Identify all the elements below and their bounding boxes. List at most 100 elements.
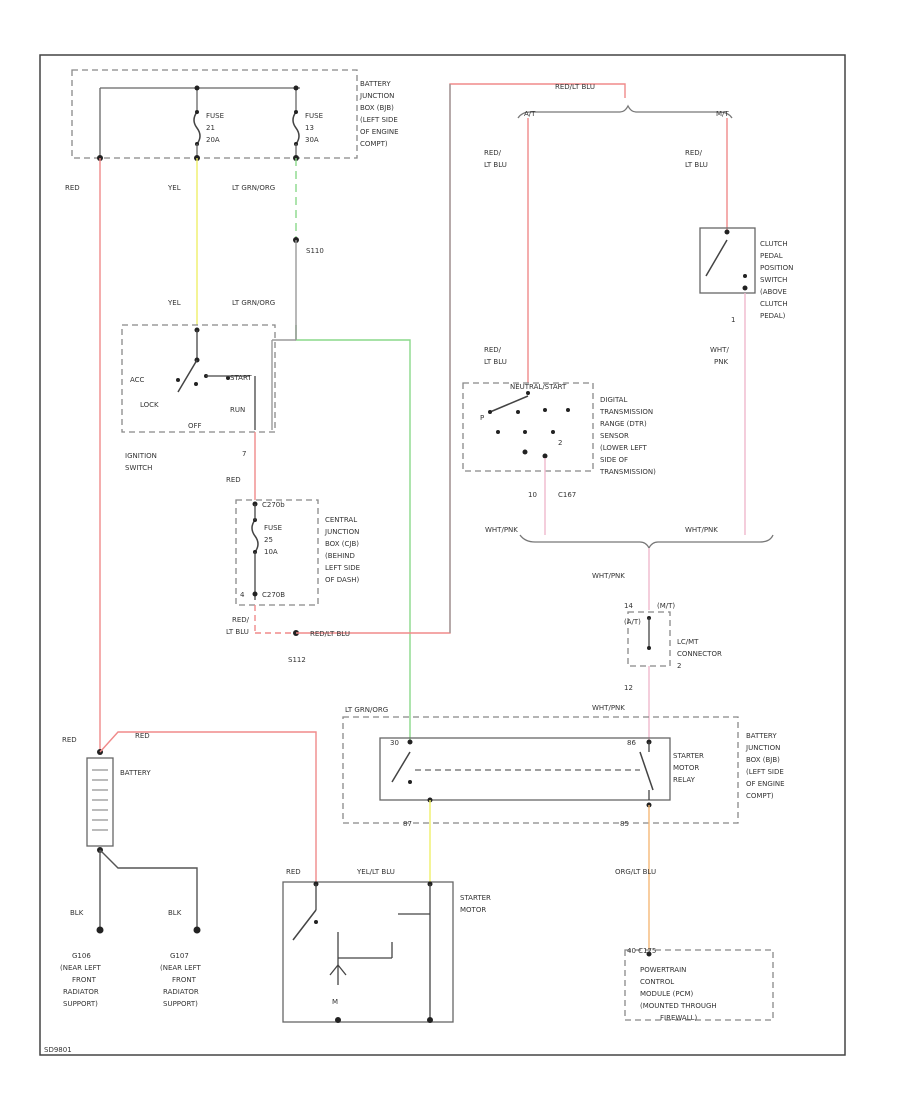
starter-motor-box [282,881,454,1023]
svg-text:RADIATOR: RADIATOR [63,988,99,996]
svg-text:86: 86 [627,739,636,747]
svg-text:SENSOR: SENSOR [600,432,629,440]
fuse-25-icon [251,519,259,553]
bjb-top-box [71,69,358,159]
svg-text:FRONT: FRONT [172,976,197,984]
ignition-label: IGNITION SWITCH [125,452,157,472]
fuse-13-icon [292,111,300,145]
svg-text:25: 25 [264,536,273,544]
svg-text:12: 12 [624,684,633,692]
svg-text:LOCK: LOCK [140,401,159,409]
svg-text:14: 14 [624,602,633,610]
merge-bar [519,534,774,550]
svg-text:JUNCTION: JUNCTION [359,92,394,100]
splice-s110: S110 [306,247,324,255]
svg-text:LT BLU: LT BLU [484,161,507,169]
svg-text:WHT/PNK: WHT/PNK [685,526,718,534]
svg-text:DIGITAL: DIGITAL [600,396,627,404]
dtr-contact [489,395,529,413]
svg-text:(MOUNTED THROUGH: (MOUNTED THROUGH [640,1002,717,1010]
svg-text:SUPPORT): SUPPORT) [163,1000,198,1008]
svg-text:SIDE OF: SIDE OF [600,456,628,464]
svg-text:TRANSMISSION: TRANSMISSION [599,408,653,416]
svg-text:(LOWER LEFT: (LOWER LEFT [600,444,648,452]
svg-text:RUN: RUN [230,406,245,414]
svg-text:START: START [230,374,252,382]
svg-text:RED: RED [135,732,150,740]
svg-text:87: 87 [403,820,412,828]
svg-text:13: 13 [305,124,314,132]
svg-text:IGNITION: IGNITION [125,452,157,460]
svg-text:G106: G106 [72,952,91,960]
svg-text:LT BLU: LT BLU [484,358,507,366]
svg-text:PNK: PNK [714,358,728,366]
svg-text:P: P [480,414,484,422]
fuse1-label: FUSE [206,112,224,120]
svg-text:LT BLU: LT BLU [685,161,708,169]
svg-text:BOX (CJB): BOX (CJB) [325,540,359,548]
svg-text:20A: 20A [206,136,220,144]
svg-text:PEDAL): PEDAL) [760,312,786,320]
svg-text:LT BLU: LT BLU [226,628,249,636]
bjb-top-label: BATTERY JUNCTION BOX (BJB) (LEFT SIDE OF… [359,80,399,148]
svg-text:1: 1 [731,316,735,324]
svg-text:(LEFT SIDE: (LEFT SIDE [360,116,398,124]
splice-s112: S112 [288,656,306,664]
wire-blk-g2 [99,849,198,928]
svg-text:RED/LT BLU: RED/LT BLU [310,630,350,638]
svg-text:CLUTCH: CLUTCH [760,300,788,308]
svg-text:MOTOR: MOTOR [460,906,486,914]
svg-text:M/T: M/T [716,110,729,118]
svg-text:(ABOVE: (ABOVE [760,288,787,296]
svg-text:RED/LT BLU: RED/LT BLU [555,83,595,91]
svg-text:MODULE (PCM): MODULE (PCM) [640,990,693,998]
svg-text:SWITCH: SWITCH [125,464,152,472]
svg-text:RELAY: RELAY [673,776,696,784]
svg-text:RED: RED [62,736,77,744]
svg-text:LC/MT: LC/MT [677,638,699,646]
clutch-label: CLUTCH PEDAL POSITION SWITCH (ABOVE CLUT… [760,240,793,320]
svg-text:STARTER: STARTER [673,752,704,760]
svg-text:WHT/PNK: WHT/PNK [485,526,518,534]
svg-text:SUPPORT): SUPPORT) [63,1000,98,1008]
svg-text:RED: RED [286,868,301,876]
svg-text:(BEHIND: (BEHIND [325,552,355,560]
svg-text:(LEFT SIDE: (LEFT SIDE [746,768,784,776]
svg-text:RED: RED [65,184,80,192]
bjb-bottom-label: BATTERY JUNCTION BOX (BJB) (LEFT SIDE OF… [745,732,785,800]
svg-text:RADIATOR: RADIATOR [163,988,199,996]
svg-text:RANGE (DTR): RANGE (DTR) [600,420,647,428]
svg-text:ACC: ACC [130,376,145,384]
svg-text:NEUTRAL/START: NEUTRAL/START [510,383,567,391]
svg-text:RED/: RED/ [484,149,502,157]
svg-text:85: 85 [620,820,629,828]
svg-text:7: 7 [242,450,246,458]
svg-text:YEL: YEL [167,299,181,307]
svg-text:OF DASH): OF DASH) [325,576,360,584]
svg-text:OF ENGINE: OF ENGINE [746,780,785,788]
ground-g106-icon [96,926,104,934]
svg-text:CONTROL: CONTROL [640,978,674,986]
relay-contact [391,751,411,783]
svg-text:RED/: RED/ [484,346,502,354]
pcm-label: POWERTRAIN CONTROL MODULE (PCM) (MOUNTED… [640,966,717,1022]
svg-text:FUSE: FUSE [264,524,282,532]
svg-text:21: 21 [206,124,215,132]
svg-text:COMPT): COMPT) [746,792,774,800]
starter-solenoid-contact [292,909,317,941]
svg-text:2: 2 [558,439,562,447]
svg-text:G107: G107 [170,952,189,960]
svg-text:CLUTCH: CLUTCH [760,240,788,248]
clutch-switch-contact [705,239,728,277]
split-bar-top [517,104,733,119]
starter-motor-m: M [332,998,338,1006]
svg-text:JUNCTION: JUNCTION [745,744,780,752]
svg-text:FRONT: FRONT [72,976,97,984]
svg-text:BATTERY: BATTERY [360,80,391,88]
cjb-box [235,499,319,606]
lc-label: LC/MT CONNECTOR 2 [677,638,722,670]
svg-text:(A/T): (A/T) [624,618,641,626]
pcm-box [624,949,774,1021]
svg-text:30A: 30A [305,136,319,144]
